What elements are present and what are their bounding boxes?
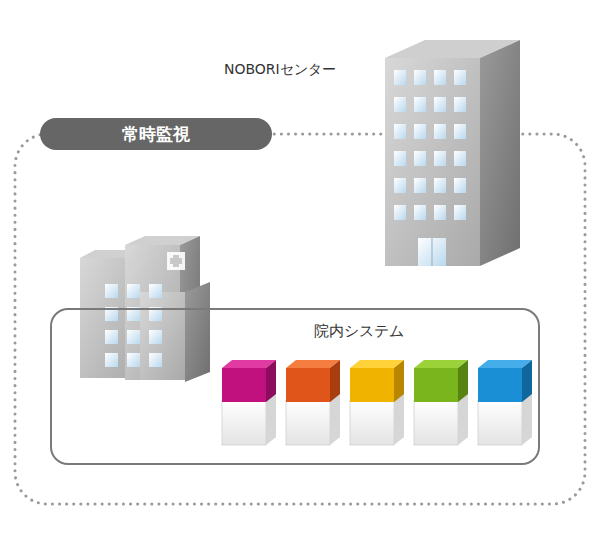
window (394, 151, 406, 166)
system-cube (478, 360, 532, 445)
window (434, 151, 446, 166)
node-label: 常時監視 (122, 123, 190, 146)
window (434, 124, 446, 139)
window (434, 70, 446, 85)
building-label: NOBORIセンター (224, 61, 336, 79)
window (394, 97, 406, 112)
window (414, 205, 426, 220)
window (454, 178, 466, 193)
system-cube (222, 360, 276, 445)
window (414, 97, 426, 112)
center-building (385, 40, 520, 266)
window (149, 330, 162, 344)
window (394, 124, 406, 139)
system-box: 院内システム (50, 308, 540, 465)
window (414, 151, 426, 166)
status-pill: 常時監視 (40, 118, 272, 150)
window (127, 284, 140, 298)
window (454, 97, 466, 112)
system-cube (350, 360, 404, 445)
window (149, 284, 162, 298)
window (454, 205, 466, 220)
window (434, 178, 446, 193)
window (127, 330, 140, 344)
window (394, 178, 406, 193)
window (105, 330, 118, 344)
window (434, 205, 446, 220)
window (414, 70, 426, 85)
window (414, 178, 426, 193)
window (127, 353, 140, 367)
window (434, 97, 446, 112)
system-cubes (222, 360, 532, 445)
window (105, 284, 118, 298)
window (149, 353, 162, 367)
window (105, 353, 118, 367)
node-label: 院内システム (314, 322, 404, 341)
window (454, 151, 466, 166)
system-cube (286, 360, 340, 445)
window (394, 70, 406, 85)
window (454, 70, 466, 85)
system-cube (414, 360, 468, 445)
window (394, 205, 406, 220)
window (454, 124, 466, 139)
window (414, 124, 426, 139)
